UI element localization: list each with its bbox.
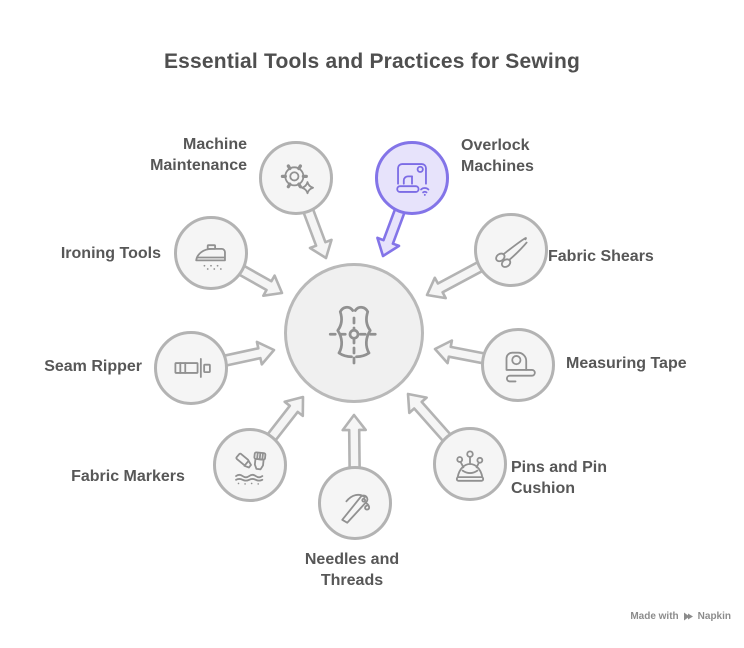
needle-thread-icon xyxy=(341,493,371,524)
node-label-machine-maintenance: Machine Maintenance xyxy=(150,136,247,174)
node-circle-fabric-shears[interactable] xyxy=(474,213,548,287)
page-title: Essential Tools and Practices for Sewing xyxy=(163,50,581,73)
node-circle-ironing-tools[interactable] xyxy=(174,216,248,290)
watermark[interactable]: Made with Napkin xyxy=(630,611,731,622)
node-label-measuring-tape: Measuring Tape xyxy=(566,355,687,372)
node-circle-measuring-tape[interactable] xyxy=(481,328,555,402)
node-label-ironing-tools: Ironing Tools xyxy=(60,245,161,262)
fabric-marker-icon xyxy=(235,451,267,485)
scissors-icon xyxy=(495,237,528,268)
node-label-pins-and-pin-cushion: Pins and Pin Cushion xyxy=(511,459,608,497)
node-label-fabric-markers: Fabric Markers xyxy=(71,468,185,485)
watermark-brand: Napkin xyxy=(697,611,731,622)
node-label-seam-ripper: Seam Ripper xyxy=(44,358,142,375)
gear-sparkle-icon xyxy=(280,164,314,195)
node-circle-pins-and-pin-cushion[interactable] xyxy=(433,427,507,501)
seam-ripper-icon xyxy=(174,358,211,378)
hub-circle-sewing[interactable] xyxy=(284,263,424,403)
node-label-overlock-machines: Overlock Machines xyxy=(461,137,534,175)
node-circle-fabric-markers[interactable] xyxy=(213,428,287,502)
napkin-pen-icon xyxy=(683,612,693,621)
node-circle-seam-ripper[interactable] xyxy=(154,331,228,405)
node-circle-needles-and-threads[interactable] xyxy=(318,466,392,540)
node-label-needles-and-threads: Needles and Threads xyxy=(304,551,400,589)
dress-form-icon xyxy=(328,306,380,365)
watermark-prefix: Made with xyxy=(630,611,679,622)
sewing-machine-icon xyxy=(396,163,430,196)
iron-icon xyxy=(195,244,226,270)
node-circle-overlock-machines[interactable] xyxy=(375,141,449,215)
node-circle-machine-maintenance[interactable] xyxy=(259,141,333,215)
node-label-fabric-shears: Fabric Shears xyxy=(548,248,654,265)
pin-cushion-icon xyxy=(455,450,485,482)
measuring-tape-icon xyxy=(505,351,536,383)
